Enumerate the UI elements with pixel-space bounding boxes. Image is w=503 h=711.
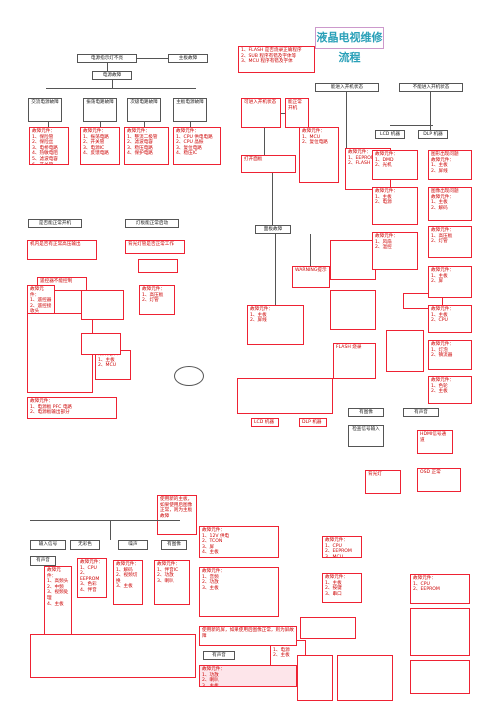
- top-note-3: 3、MCU 程序有错及字体: [241, 59, 293, 65]
- left-parts-2: 故障元件： 1、高压板 2、灯管: [139, 285, 175, 315]
- input-signal: 输入信号: [30, 540, 66, 550]
- osd-normal: OSD 正常: [417, 468, 461, 492]
- secondary-circuit-fault: 次级电路故障: [127, 98, 161, 122]
- mid-parts-4: [330, 240, 376, 280]
- bottom-foot-2: 使用新的屏，如果使用后图像正常，则为屏故障: [199, 626, 297, 646]
- has-image: 有图像: [348, 408, 384, 417]
- q-backlight: 背光灯管是否正常工作: [125, 240, 185, 254]
- cannot-boot: 不能进入开机状态: [399, 83, 463, 92]
- left-parts-3: 故障元件： 1、主板 2、MCU: [95, 350, 131, 380]
- right-parts-5: 故障元件： 1、主板 2、CPU: [428, 305, 472, 333]
- panel-fault: 面板故障: [255, 225, 291, 234]
- q-can-startup: 是否能正常开机: [28, 219, 82, 228]
- right-parts-7: 故障元件： 1、色轮 2、主板: [428, 376, 472, 404]
- right-parts-6: 故障元件： 1、灯泡 2、镇流器: [428, 340, 472, 370]
- mid-parts-1: 故障元件： 1、MCU 2、复位电路: [299, 127, 339, 183]
- oscillator-fault: 振荡电路故障: [83, 98, 117, 122]
- q-high-voltage: 机内是否有正常高压输出: [27, 240, 97, 260]
- top-notes: 1、FLASH 是否烧录正确程序 2、SUB 程序有错及字体等 3、MCU 程序…: [238, 46, 315, 73]
- page-title: 液晶电视维修流程: [315, 27, 384, 64]
- pic-a: 有图像: [161, 540, 187, 550]
- right-parts-4: 故障元件： 1、主板 2、屏: [428, 266, 472, 298]
- left-conclusion: 故障元件： 1、电源板 PFC 电路 2、电源板输出部分: [27, 397, 117, 419]
- bottom-parts-5: 故障元件： 1、12V 供电 2、TCON 3、屏 4、主板: [199, 526, 279, 558]
- can-boot: 能进入开机状态: [315, 83, 379, 92]
- top-note-2: 2、SUB 程序有错及字体等: [241, 53, 297, 59]
- flash-burn: FLASH 烧录: [333, 343, 376, 379]
- left-detail-3: [81, 333, 121, 355]
- bottom-parts-6: 故障元件： 1、音频 2、功放 3、主板: [199, 567, 279, 617]
- bottom-foot-4: 故障元件： 1、功放 2、喇叭 3、主板: [199, 665, 297, 687]
- noise: 噪声: [118, 540, 148, 550]
- bottom-right-1: [410, 608, 470, 656]
- ac-fault-parts: 故障元件： 1、保险管 2、保险丝 3、电桥电路 4、热敏电阻 5、滤波电容 6…: [29, 127, 69, 165]
- left-detail-2: [81, 290, 124, 320]
- has-sound: 有声音: [403, 408, 439, 417]
- top-note-1: 1、FLASH 是否烧录正确程序: [241, 48, 302, 53]
- right-parts-9: 故障元件： 1、主板 2、电源: [372, 187, 418, 225]
- bottom-parts-9: 故障元件： 1、主板 2、按键 3、串口: [322, 573, 362, 603]
- bottom-wide-1: [30, 634, 196, 678]
- check-input: 检查信号输入: [348, 425, 384, 447]
- hdmi-channel: HDMI信号通道: [417, 430, 453, 454]
- mainboard-fault: 主板故障: [168, 54, 208, 63]
- right-parts-10: 故障元件： 1、风扇 2、温控: [372, 232, 418, 270]
- lcd-machine: LCD 机器: [375, 130, 405, 139]
- no-color: 无彩色: [70, 540, 100, 550]
- dlp-branch: DLP 机器: [299, 418, 327, 427]
- right-parts-2: 图像出现问题 故障元件： 1、主板 2、解码: [428, 187, 472, 221]
- bottom-parts-3: 故障元件： 1、解码 2、视频切换 3、主板: [113, 560, 143, 605]
- right-parts-3: 故障元件： 1、高压板 2、灯管: [428, 226, 472, 258]
- mainboard-power-fault: 主板电源故障: [173, 98, 207, 122]
- q-normal-startup: 能正常开机: [285, 98, 309, 128]
- bottom-mid-2: [297, 655, 333, 701]
- right-parts-1: 图形出现问题 故障元件： 1、主板 2、屏线: [428, 150, 472, 180]
- bottom-parts-8: 故障元件： 1、CPU 2、EEPROM 3、MCU: [322, 536, 362, 558]
- bottom-parts-4: 故障元件： 1、伴音IC 2、功放 3、喇叭: [154, 560, 190, 605]
- bottom-foot-1: 使用新的主板，如果使用后图像正常，则为主板故障: [157, 495, 197, 535]
- bottom-mid-1: [300, 617, 356, 639]
- mid-note: [237, 378, 333, 414]
- q-can-enter-startup: 可进入开机状态: [241, 98, 281, 128]
- has-sound-bottom: 有声音: [30, 556, 56, 566]
- bottom-mid-3: [337, 655, 393, 701]
- power-indicator-off: 电源指示灯不亮: [77, 54, 137, 63]
- mid-parts-6: [386, 330, 424, 372]
- mid-parts-3: 故障元件： 1、主板 2、屏线: [247, 305, 304, 345]
- dlp-machine: DLP 机器: [418, 130, 448, 139]
- mid-parts-5: [330, 290, 376, 330]
- q-open-panel: 打开面板: [241, 155, 296, 173]
- backlight-check: 背光灯: [365, 470, 401, 494]
- secondary-fault-parts: 故障元件： 1、整流二极管 2、滤波电容 3、稳压电路 4、保护电路: [124, 127, 169, 165]
- bottom-parts-1: 故障元件： 1、高频头 2、中频 3、视频处理 4、主板: [44, 566, 72, 636]
- bottom-parts-10: 故障元件： 1、CPU 2、EEPROM: [410, 574, 470, 604]
- mainboard-power-parts: 故障元件： 1、CPU 供电电路 2、CPU 晶振 3、复位电路 4、稳压IC: [173, 127, 221, 165]
- oscillator-fault-parts: 故障元件： 1、振荡电路 2、开关管 3、电源IC 4、反馈电路: [80, 127, 120, 165]
- power-fault: 电源故障: [92, 71, 132, 80]
- left-detail-4: [138, 259, 178, 273]
- bottom-foot-3: 有声音: [203, 651, 235, 660]
- ac-power-fault: 交流电源故障: [28, 98, 62, 122]
- q-lamp-board: 灯板能正常启动: [125, 219, 179, 228]
- lcd-branch: LCD 机器: [251, 418, 279, 427]
- bottom-parts-2: 故障元件： 1、CPU 2、EEPROM 3、色彩 4、伴音: [77, 558, 107, 598]
- right-parts-8: 故障元件： 1、DMD 2、光机: [372, 150, 418, 180]
- bottom-right-2: [410, 660, 470, 694]
- end-node: [174, 366, 204, 386]
- warning-hint: WARNING提示: [292, 266, 330, 288]
